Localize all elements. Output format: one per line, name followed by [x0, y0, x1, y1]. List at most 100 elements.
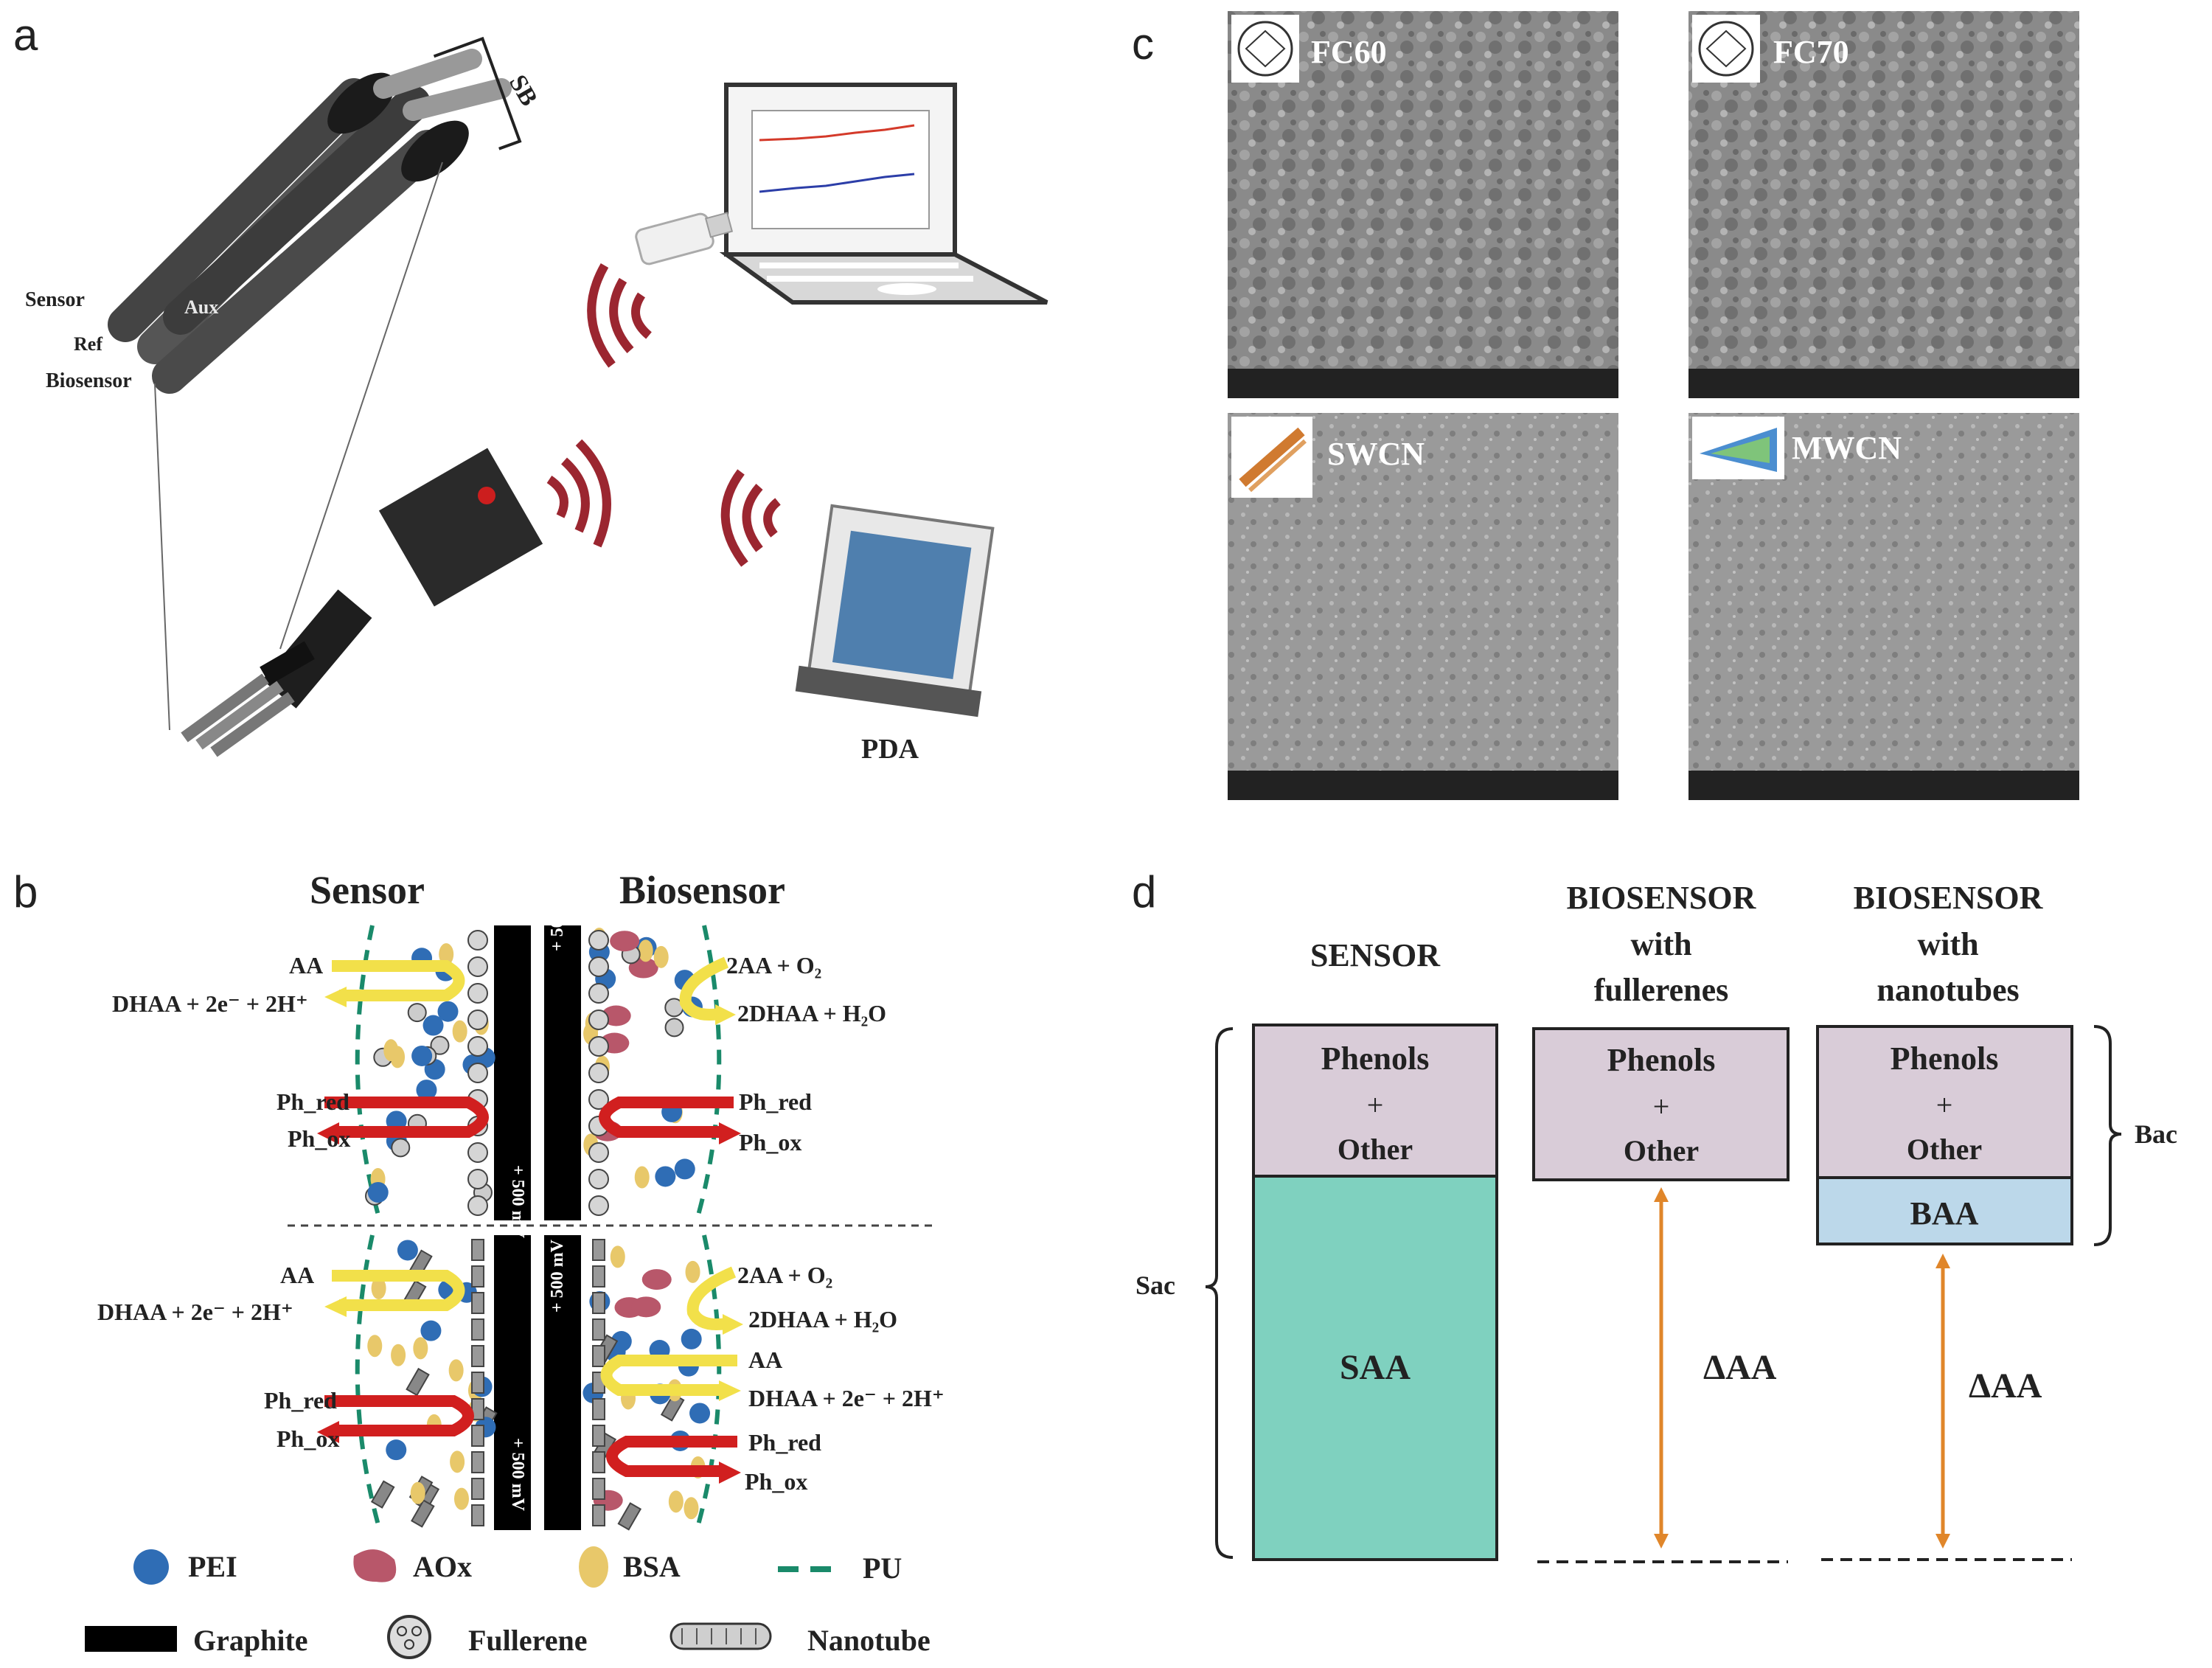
- panel-d: d SENSOR BIOSENSOR with fullerenes BIOSE…: [1132, 867, 2177, 1563]
- label-dhaa-h2o: 2DHAA + H₂O: [748, 1306, 897, 1332]
- label-ph-ox: Ph_ox: [276, 1425, 339, 1452]
- nanotube-particle: [471, 1425, 484, 1447]
- fullerene-particle: [588, 1010, 609, 1030]
- aox-particle: [641, 1269, 672, 1290]
- panel-a: a SB Sensor Aux Ref Biosensor: [13, 10, 1048, 765]
- zoom-line-left: [154, 383, 170, 731]
- biosensor-title: Biosensor: [619, 868, 785, 912]
- nanotube-icon: [669, 1622, 772, 1650]
- label-mwcn: MWCN: [1792, 430, 1902, 466]
- nanotube-particle: [592, 1292, 605, 1314]
- pei-particle: [397, 1240, 418, 1261]
- title-bio-nano-3: nanotubes: [1877, 972, 2019, 1008]
- label-plus: +: [1936, 1088, 1953, 1122]
- aa-oxidation-arrow: [600, 1355, 741, 1401]
- ph-oxidation-arrow: [317, 1395, 474, 1443]
- bsa-particle: [610, 1245, 625, 1268]
- label-bac: Bac: [2135, 1119, 2177, 1149]
- fullerene-particle: [588, 1089, 609, 1110]
- pei-particle: [611, 1331, 632, 1352]
- pei-particle: [681, 1328, 702, 1349]
- bsa-particle: [638, 939, 653, 962]
- label-other: Other: [1338, 1133, 1413, 1166]
- pu-membrane: [355, 925, 382, 1221]
- nanotube-particle: [471, 1239, 484, 1261]
- label-ph-red: Ph_red: [264, 1387, 337, 1414]
- electrode-bundle: [108, 49, 512, 394]
- title-bio-full-1: BIOSENSOR: [1567, 880, 1757, 916]
- sem-image-fc70: FC70: [1688, 11, 2079, 398]
- fullerene-icon: [387, 1615, 431, 1659]
- label-dhaa: DHAA + 2e⁻ + 2H⁺: [97, 1299, 293, 1325]
- bac-bracket: [2093, 1025, 2122, 1246]
- membrane-particles: [365, 927, 711, 1531]
- panel-letter-c: c: [1132, 19, 1154, 69]
- pu-membrane: [695, 925, 722, 1221]
- label-ph-ox: Ph_ox: [739, 1129, 801, 1156]
- fullerene-particle: [588, 1142, 609, 1163]
- legend-pei: PEI: [188, 1550, 237, 1583]
- ph-oxidation-arrow: [606, 1436, 741, 1484]
- fullerene-particle: [467, 930, 488, 951]
- potential-label: + 500 mV: [548, 1239, 567, 1313]
- pu-membrane: [695, 1234, 722, 1531]
- graphite-electrode: [544, 1235, 581, 1530]
- sb-bracket: [433, 36, 522, 150]
- fullerene-particle: [588, 1195, 609, 1216]
- bsa-icon: [579, 1546, 608, 1588]
- fullerene-particle: [430, 1035, 450, 1055]
- panel-c: c FC60 FC70 SWCN: [1132, 11, 2079, 800]
- pei-particle: [655, 1166, 676, 1187]
- nanotube-particle: [592, 1265, 605, 1288]
- title-bio-full-3: fullerenes: [1594, 972, 1729, 1008]
- nanotube-particle: [370, 1480, 395, 1509]
- bsa-particle: [383, 1039, 399, 1062]
- label-aa: AA: [289, 952, 323, 979]
- sem-image-mwcn: MWCN: [1688, 413, 2079, 800]
- label-delta-aa: ΔAA: [1969, 1366, 2042, 1405]
- nanotube-particle: [411, 1499, 435, 1528]
- title-bio-nano-1: BIOSENSOR: [1854, 880, 2044, 916]
- label-ph-red: Ph_red: [748, 1429, 821, 1456]
- nanotube-particle: [592, 1345, 605, 1367]
- bsa-particle: [452, 1020, 467, 1043]
- pei-particle: [416, 1080, 437, 1101]
- usb-dongle-icon: [635, 212, 734, 265]
- aox-particle: [628, 957, 658, 979]
- panel-letter-a: a: [13, 10, 38, 60]
- label-aa: AA: [748, 1346, 782, 1373]
- aox-icon: [353, 1549, 397, 1582]
- nanotube-particle: [471, 1478, 484, 1500]
- pda-icon: [795, 504, 995, 717]
- nanotube-icon: [1700, 428, 1777, 472]
- pei-particle: [420, 1320, 442, 1341]
- nanotube-particle: [471, 1292, 484, 1314]
- bsa-particle: [634, 1166, 650, 1189]
- nanotube-particle: [592, 1398, 605, 1420]
- fullerene-icon: [1237, 21, 1293, 77]
- fullerene-particle: [467, 1063, 488, 1083]
- label-biosensor: Biosensor: [46, 369, 132, 392]
- bsa-particle: [391, 1344, 406, 1366]
- bsa-particle: [410, 1481, 425, 1504]
- label-aux: Aux: [184, 296, 218, 318]
- baa-box: [1816, 1176, 2073, 1245]
- panel-letter-d: d: [1132, 867, 1156, 917]
- nanotube-particle: [471, 1265, 484, 1288]
- graphite-electrode: [544, 925, 581, 1220]
- pei-particle: [437, 1001, 459, 1022]
- legend: PEI AOx BSA PU Graphite Fullerene: [85, 1546, 931, 1659]
- aox-particle: [610, 931, 640, 952]
- label-dhaa: DHAA + 2e⁻ + 2H⁺: [112, 990, 308, 1017]
- label-fc70: FC70: [1773, 34, 1849, 70]
- label-ph-red: Ph_red: [739, 1088, 812, 1115]
- nanotube-particle: [406, 1367, 430, 1397]
- fullerene-particle: [588, 1063, 609, 1083]
- phenols-box-fullerenes: [1532, 1027, 1790, 1181]
- nanotube-particle: [592, 1318, 605, 1341]
- sem-image-swcn: SWCN: [1228, 413, 1618, 800]
- legend-fullerene: Fullerene: [468, 1624, 587, 1657]
- nanotube-particle: [592, 1425, 605, 1447]
- panel-b: b Sensor Biosensor + 500 mV + 500 mV + 5…: [13, 867, 945, 1659]
- label-baa: BAA: [1910, 1195, 1979, 1231]
